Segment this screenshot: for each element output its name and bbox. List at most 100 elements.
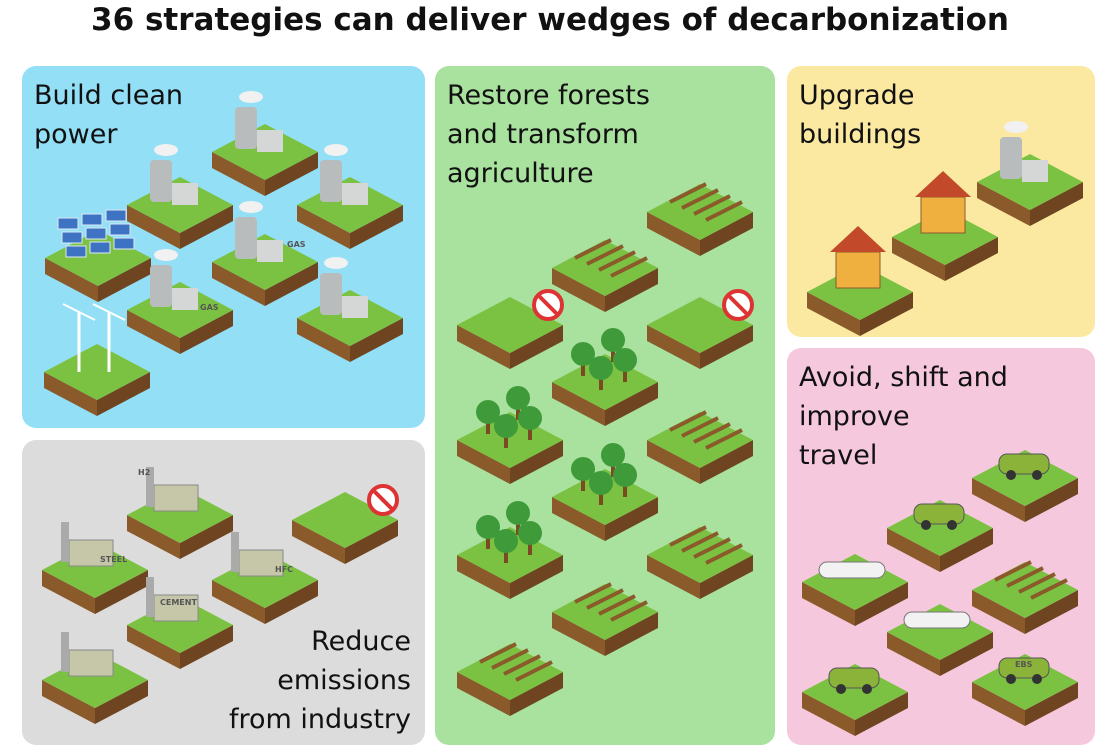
- tile-side: [42, 680, 95, 724]
- ebs-label: EBS: [1015, 660, 1033, 669]
- tile-side: [605, 497, 658, 541]
- no-entry-slash: [536, 293, 560, 317]
- tile-side: [127, 625, 180, 669]
- tile-side: [605, 268, 658, 312]
- crop-row-icon: [705, 200, 743, 222]
- tile-side: [350, 205, 403, 249]
- crop-row-icon: [598, 250, 636, 272]
- solar-panel-icon: [113, 237, 135, 250]
- crop-row-icon: [598, 594, 636, 616]
- tile-side: [127, 205, 180, 249]
- tile-side: [95, 680, 148, 724]
- train-icon: [903, 611, 971, 629]
- tree-trunk: [599, 376, 603, 390]
- tree-icon: [476, 515, 500, 539]
- crop-row-icon: [515, 660, 553, 682]
- tree-trunk: [599, 491, 603, 505]
- cooling-tower-icon: [235, 107, 257, 149]
- tile-side: [700, 212, 753, 256]
- tile-side: [510, 325, 563, 369]
- crop-row-icon: [610, 600, 648, 622]
- tree-trunk: [528, 426, 532, 440]
- tree-icon: [494, 414, 518, 438]
- tree-trunk: [611, 348, 615, 362]
- panel-title-line: agriculture: [447, 158, 594, 189]
- crop-row-icon: [479, 642, 517, 664]
- gas-tank-label: GAS: [287, 240, 306, 249]
- steel-label: STEEL: [100, 555, 128, 564]
- gas-tank-label: GAS: [200, 303, 219, 312]
- panel-title-line: Avoid, shift and: [799, 362, 1008, 393]
- tile-side: [457, 555, 510, 599]
- turbine-blade: [62, 303, 96, 321]
- vehicle-icon: [828, 667, 880, 689]
- crop-row-icon: [681, 416, 719, 438]
- tile-side: [350, 318, 403, 362]
- panel-title-line: travel: [799, 440, 878, 471]
- panel-title-line: Upgrade: [799, 80, 915, 111]
- tree-trunk: [623, 483, 627, 497]
- tile-side: [700, 325, 753, 369]
- tile-side: [892, 237, 945, 281]
- chimney-icon: [146, 467, 154, 507]
- tree-icon: [506, 386, 530, 410]
- tile-side: [265, 262, 318, 306]
- tile-side: [457, 440, 510, 484]
- tile-side: [807, 292, 860, 336]
- tile-side: [1025, 590, 1078, 634]
- tile-side: [95, 570, 148, 614]
- crop-row-icon: [669, 525, 707, 547]
- tile-side: [972, 478, 1025, 522]
- solar-panel-icon: [57, 217, 79, 230]
- panel-title-line: Build clean: [34, 80, 183, 111]
- tree-trunk: [623, 368, 627, 382]
- tile-side: [605, 382, 658, 426]
- smoke-icon: [239, 201, 263, 213]
- turbine-blade: [92, 303, 126, 321]
- tile-side: [552, 268, 605, 312]
- solar-panel-icon: [61, 231, 83, 244]
- crop-row-icon: [1006, 566, 1044, 588]
- crop-row-icon: [681, 188, 719, 210]
- crop-row-icon: [669, 182, 707, 204]
- tree-trunk: [486, 535, 490, 549]
- tile-side: [972, 682, 1025, 726]
- tile-side: [97, 372, 150, 416]
- panel-title-line: power: [34, 119, 118, 150]
- tile-side: [45, 258, 98, 302]
- building-icon: [172, 183, 198, 205]
- tile-side: [180, 515, 233, 559]
- tile-side: [265, 152, 318, 196]
- panel-title: Upgrade buildings: [799, 76, 921, 154]
- tree-trunk: [486, 420, 490, 434]
- house-icon: [920, 196, 966, 234]
- tile-side: [972, 590, 1025, 634]
- wheel-icon: [1032, 470, 1042, 480]
- smoke-icon: [239, 91, 263, 103]
- vehicle-icon: [998, 453, 1050, 475]
- wheel-icon: [921, 520, 931, 530]
- tile-top: [44, 344, 150, 400]
- cooling-tower-icon: [150, 265, 172, 307]
- chimney-icon: [61, 522, 69, 562]
- crop-row-icon: [586, 244, 624, 266]
- tile-side: [647, 325, 700, 369]
- tree-icon: [518, 521, 542, 545]
- tree-icon: [613, 348, 637, 372]
- wheel-icon: [862, 684, 872, 694]
- smoke-icon: [154, 249, 178, 261]
- tree-icon: [494, 529, 518, 553]
- tree-icon: [571, 457, 595, 481]
- smoke-icon: [1004, 121, 1028, 133]
- factory-icon: [153, 484, 199, 512]
- crop-row-icon: [586, 588, 624, 610]
- crop-row-icon: [503, 654, 541, 676]
- factory-icon: [68, 649, 114, 677]
- tile-side: [510, 672, 563, 716]
- tile-side: [1025, 682, 1078, 726]
- tree-trunk: [516, 521, 520, 535]
- tile-side: [297, 318, 350, 362]
- solar-panel-icon: [109, 223, 131, 236]
- panel-title-line: buildings: [799, 119, 922, 150]
